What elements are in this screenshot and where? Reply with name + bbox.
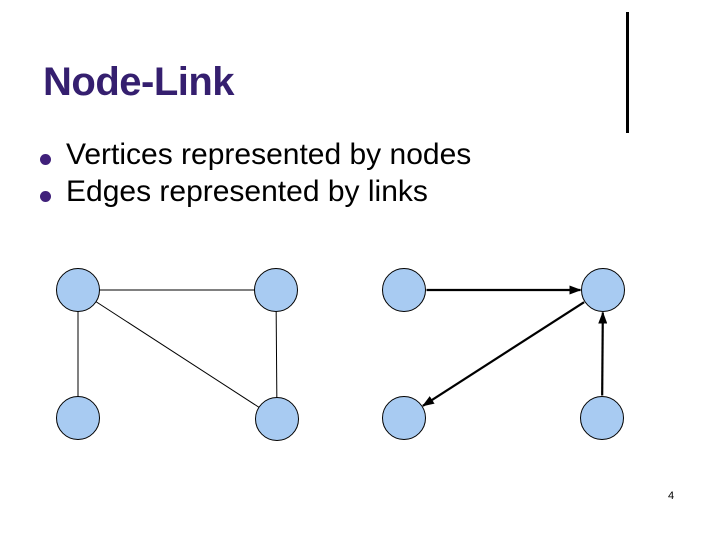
bullet-list: Vertices represented by nodes Edges repr… — [40, 136, 471, 210]
directed-edge — [422, 301, 585, 407]
page-title: Node-Link — [43, 60, 235, 104]
graph-node — [382, 396, 426, 440]
graph-node — [581, 268, 625, 312]
bullet-text: Edges represented by links — [66, 175, 428, 208]
edge — [77, 289, 278, 420]
bullet-text: Vertices represented by nodes — [66, 138, 472, 171]
bullet-dot-icon — [40, 191, 51, 202]
bullet-item: Vertices represented by nodes — [40, 136, 471, 173]
directed-edge — [598, 311, 608, 396]
page-number: 4 — [668, 490, 675, 502]
bullet-dot-icon — [40, 154, 51, 165]
graph-node — [382, 268, 426, 312]
bullet-item: Edges represented by links — [40, 173, 471, 210]
graph-node — [56, 268, 100, 312]
graph-node — [56, 396, 100, 440]
directed-node-link-graph — [382, 268, 625, 440]
graph-node — [580, 396, 624, 440]
graph-node — [255, 397, 299, 441]
vertical-divider-line — [626, 12, 629, 133]
undirected-node-link-graph — [56, 268, 299, 441]
graph-node — [254, 268, 298, 312]
